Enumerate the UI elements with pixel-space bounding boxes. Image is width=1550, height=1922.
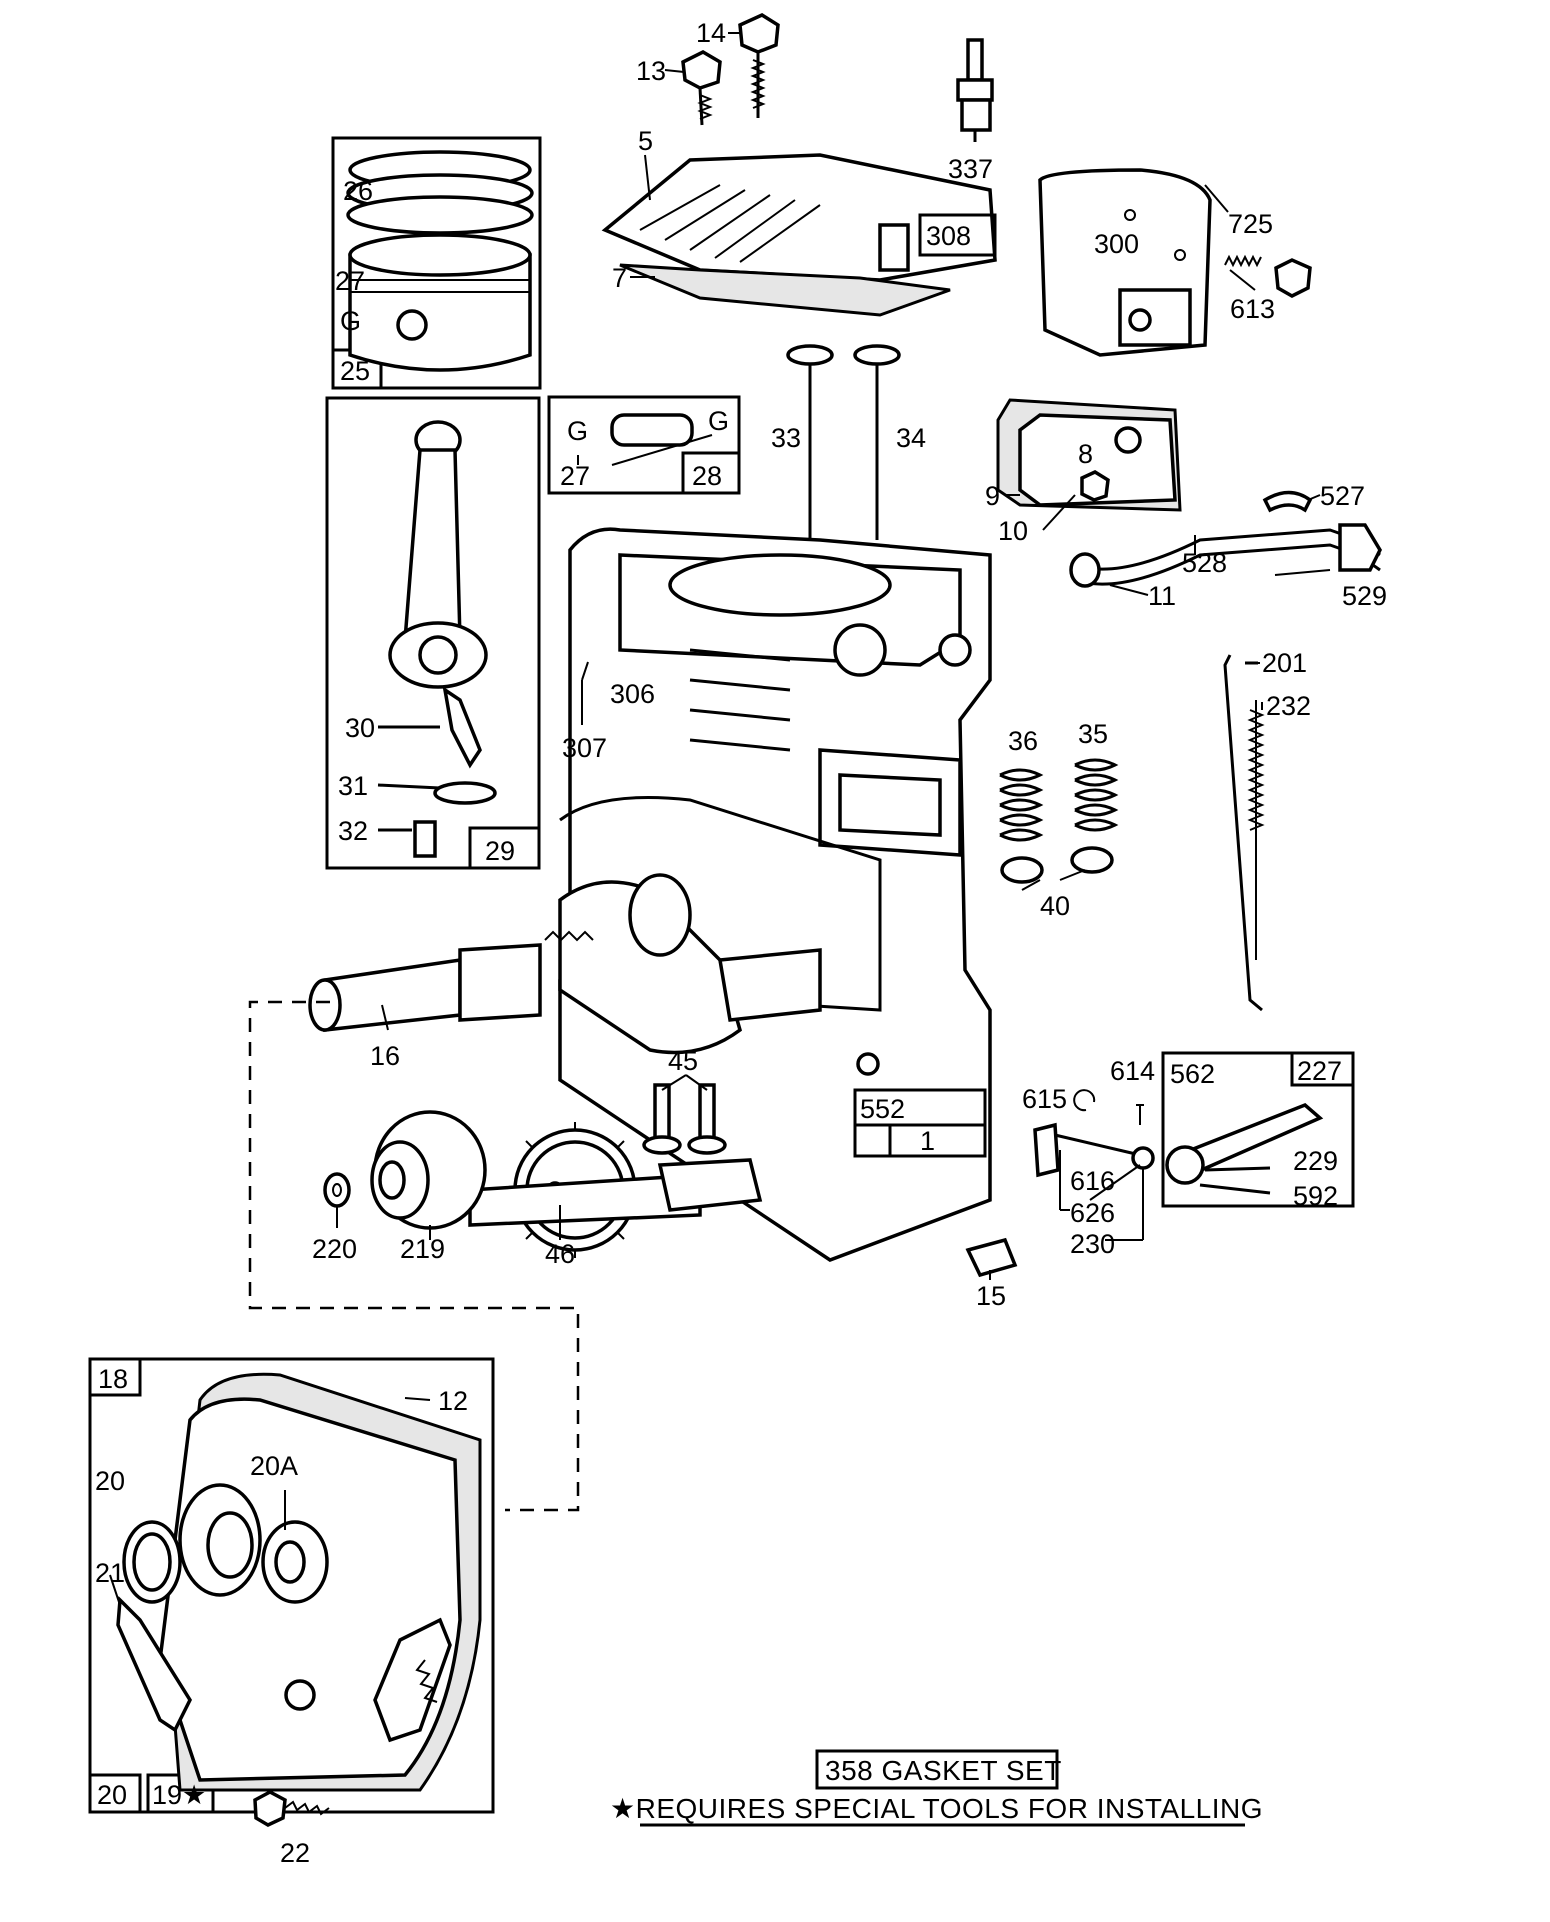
piston-pin-box <box>547 395 741 495</box>
label-337: 337 <box>948 154 993 184</box>
label-15: 15 <box>976 1281 1006 1311</box>
label-40: 40 <box>1040 891 1070 921</box>
label-34: 34 <box>896 423 926 453</box>
label-46: 46 <box>545 1239 575 1269</box>
label-13: 13 <box>636 56 666 86</box>
label-10: 10 <box>998 516 1028 546</box>
breather-assembly <box>996 398 1382 588</box>
label-552: 552 <box>860 1094 905 1124</box>
label-36: 36 <box>1008 726 1038 756</box>
label-529: 529 <box>1342 581 1387 611</box>
label-20A: 20A <box>250 1451 298 1481</box>
label-626: 626 <box>1070 1198 1115 1228</box>
spark-plug <box>956 38 994 142</box>
label-8: 8 <box>1078 439 1093 469</box>
crankshaft <box>308 873 822 1055</box>
cylinder-head <box>601 153 997 317</box>
label-14: 14 <box>696 18 726 48</box>
cam-gear <box>468 1122 763 1258</box>
valves <box>786 344 901 560</box>
gasket-set-note: 358 GASKET SET <box>825 1755 1062 1786</box>
label-28: 28 <box>692 461 722 491</box>
label-614: 614 <box>1110 1056 1155 1086</box>
label-20-bottom: 20 <box>97 1780 127 1810</box>
tappets <box>642 1083 727 1155</box>
label-19: 19★ <box>152 1780 206 1810</box>
label-27-mid: 27 <box>560 461 590 491</box>
label-528: 528 <box>1182 548 1227 578</box>
label-615: 615 <box>1022 1084 1067 1114</box>
piston-assembly <box>331 136 542 390</box>
head-bolts <box>681 13 780 126</box>
part-labels: 13 14 337 5 308 7 725 300 613 26 27 G 25… <box>95 18 1387 1868</box>
label-527: 527 <box>1320 481 1365 511</box>
drain-plug <box>965 1237 1018 1278</box>
governor-gear <box>370 1110 487 1230</box>
label-12: 12 <box>438 1386 468 1416</box>
governor-crank-box <box>1161 1051 1355 1208</box>
cylinder-block <box>558 527 992 1262</box>
label-16: 16 <box>370 1041 400 1071</box>
label-300: 300 <box>1094 229 1139 259</box>
label-230: 230 <box>1070 1229 1115 1259</box>
label-g-right: G <box>708 406 729 436</box>
label-725: 725 <box>1228 209 1273 239</box>
label-307: 307 <box>562 733 607 763</box>
label-616: 616 <box>1070 1166 1115 1196</box>
label-613: 613 <box>1230 294 1275 324</box>
label-220: 220 <box>312 1234 357 1264</box>
cover-bolt <box>253 1790 330 1827</box>
shield-screw <box>1224 254 1312 298</box>
label-45: 45 <box>668 1046 698 1076</box>
label-g-top: G <box>340 306 361 336</box>
label-9: 9 <box>985 481 1000 511</box>
label-219: 219 <box>400 1234 445 1264</box>
label-30: 30 <box>345 713 375 743</box>
label-1: 1 <box>920 1126 935 1156</box>
label-35: 35 <box>1078 719 1108 749</box>
label-232: 232 <box>1266 691 1311 721</box>
label-33: 33 <box>771 423 801 453</box>
label-29: 29 <box>485 836 515 866</box>
label-11: 11 <box>1148 581 1176 611</box>
label-25: 25 <box>340 356 370 386</box>
label-32: 32 <box>338 816 368 846</box>
label-18: 18 <box>98 1364 128 1394</box>
governor-shaft <box>1033 1089 1155 1178</box>
special-tools-note: ★REQUIRES SPECIAL TOOLS FOR INSTALLING <box>610 1793 1263 1824</box>
label-27-top: 27 <box>335 266 365 296</box>
label-20-top: 20 <box>95 1466 125 1496</box>
connecting-rod-assembly <box>325 396 541 870</box>
label-21: 21 <box>95 1558 125 1588</box>
label-227: 227 <box>1297 1056 1342 1086</box>
label-306: 306 <box>610 679 655 709</box>
label-5: 5 <box>638 126 653 156</box>
label-229: 229 <box>1293 1146 1338 1176</box>
label-201: 201 <box>1262 648 1307 678</box>
crankcase-cover <box>88 1357 495 1814</box>
label-592: 592 <box>1293 1181 1338 1211</box>
cylinder-shield <box>1038 168 1212 357</box>
label-26: 26 <box>343 176 373 206</box>
footnotes: 358 GASKET SET ★REQUIRES SPECIAL TOOLS F… <box>610 1749 1263 1827</box>
governor-link <box>1223 654 1265 1012</box>
valve-springs <box>999 758 1119 884</box>
label-g-left: G <box>567 416 588 446</box>
label-22: 22 <box>280 1838 310 1868</box>
washer <box>323 1172 351 1208</box>
label-31: 31 <box>338 771 368 801</box>
label-308: 308 <box>926 221 971 251</box>
label-7: 7 <box>612 263 627 293</box>
label-562: 562 <box>1170 1059 1215 1089</box>
leader-lines <box>109 32 1331 1606</box>
